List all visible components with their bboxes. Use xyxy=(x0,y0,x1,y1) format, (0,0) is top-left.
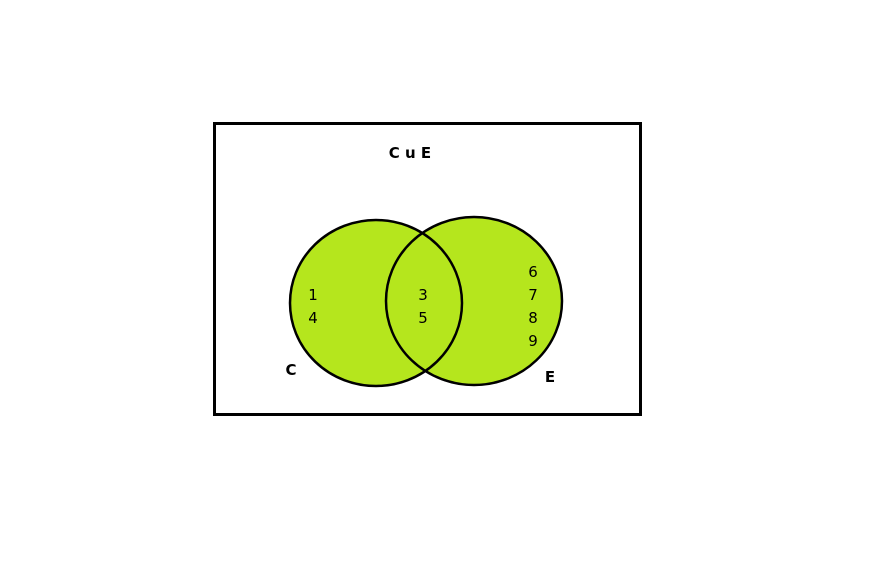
set-e-label: E xyxy=(545,368,555,386)
set-e-circle-outline xyxy=(384,215,564,387)
intersection-element: 5 xyxy=(418,309,428,327)
set-c-element: 1 xyxy=(308,286,318,304)
diagram-title: C u E xyxy=(389,144,431,162)
set-e-element: 9 xyxy=(528,332,538,350)
set-e-element: 8 xyxy=(528,309,538,327)
intersection-element: 3 xyxy=(418,286,428,304)
set-e-element: 7 xyxy=(528,286,538,304)
set-c-element: 4 xyxy=(308,309,318,327)
set-e-element: 6 xyxy=(528,263,538,281)
set-c-label: C xyxy=(285,361,296,379)
set-c-circle-outline xyxy=(288,218,464,388)
set-e-circle-fill xyxy=(386,217,562,385)
